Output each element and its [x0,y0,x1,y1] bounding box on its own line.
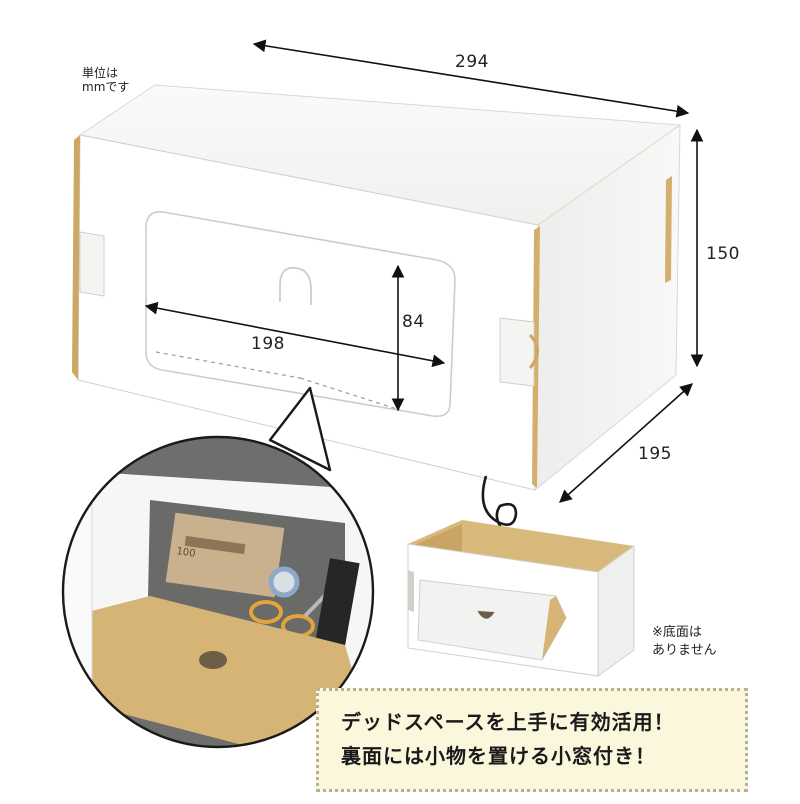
unit-note-line-2: mmです [82,80,130,94]
window-width-label: 198 [251,334,285,354]
dimension-lines [144,39,704,503]
unit-note: 単位は mmです [82,66,129,94]
main-box [72,84,682,492]
back-view-box [407,520,635,677]
tagline-box: デッドスペースを上手に有効活用！ 裏面には小物を置ける小窓付き！ [316,688,748,792]
unit-note-line-1: 単位は [82,66,119,80]
bottom-note-line-2: ありません [652,643,717,658]
bottom-note: ※底面は ありません [652,624,717,660]
tagline-line-2: 裏面には小物を置ける小窓付き！ [341,744,656,768]
width-label: 294 [455,52,489,72]
height-label: 150 [706,244,740,264]
tagline-line-1: デッドスペースを上手に有効活用！ [341,710,675,734]
window-height-label: 84 [402,312,425,332]
width-arrow [252,39,690,118]
bottom-note-line-1: ※底面は [652,625,702,640]
window-closeup-inset: 100 [61,386,375,749]
depth-arrow [559,383,693,503]
stamp-number: 100 [176,546,196,560]
depth-label: 195 [638,444,672,464]
